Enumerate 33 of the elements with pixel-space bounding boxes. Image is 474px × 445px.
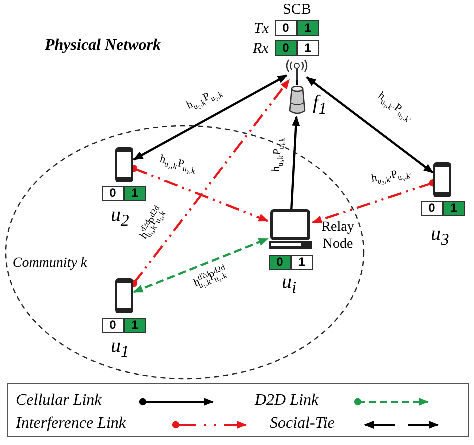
state-cell: 1 (443, 201, 465, 216)
legend-label: Social-Tie (270, 416, 335, 432)
device-label: u$_{2}$ (111, 205, 130, 230)
node-caption: Relay Node (320, 220, 356, 254)
state-cell: 1 (124, 318, 146, 333)
dashed-arrow (130, 79, 290, 288)
edge-label: h$_{u₃,k′}$P$_{u₃,k′}$ (370, 168, 414, 188)
section-title: Physical Network (45, 36, 161, 56)
arrow (290, 116, 300, 210)
legend-label: Interference Link (16, 416, 126, 432)
arrow (133, 74, 288, 161)
state-cell: 1 (124, 186, 146, 201)
state-cell: 0 (275, 40, 297, 56)
station-label: SCB (283, 3, 312, 18)
legend-label: D2D Link (255, 393, 319, 409)
cache-label: f$_{1}$ (313, 93, 327, 118)
state-cell: 1 (291, 255, 313, 270)
state-cell: 0 (421, 201, 443, 216)
legend-label: Cellular Link (16, 393, 102, 409)
state-cell: 0 (102, 186, 124, 201)
state-cell: 1 (297, 40, 319, 56)
state-cell: 0 (102, 318, 124, 333)
group-label: Community k (12, 255, 88, 273)
device-label: u$_{i}$ (282, 272, 297, 297)
device-label: u$_{3}$ (431, 224, 450, 249)
arrow (306, 76, 434, 174)
state-cell: 1 (297, 20, 319, 36)
dashed-arrow (133, 238, 269, 294)
row-label: Tx (254, 21, 269, 37)
device-label: u$_{1}$ (111, 336, 130, 361)
state-cell: 0 (269, 255, 291, 270)
state-cell: 0 (275, 20, 297, 36)
row-label: Rx (253, 41, 269, 57)
